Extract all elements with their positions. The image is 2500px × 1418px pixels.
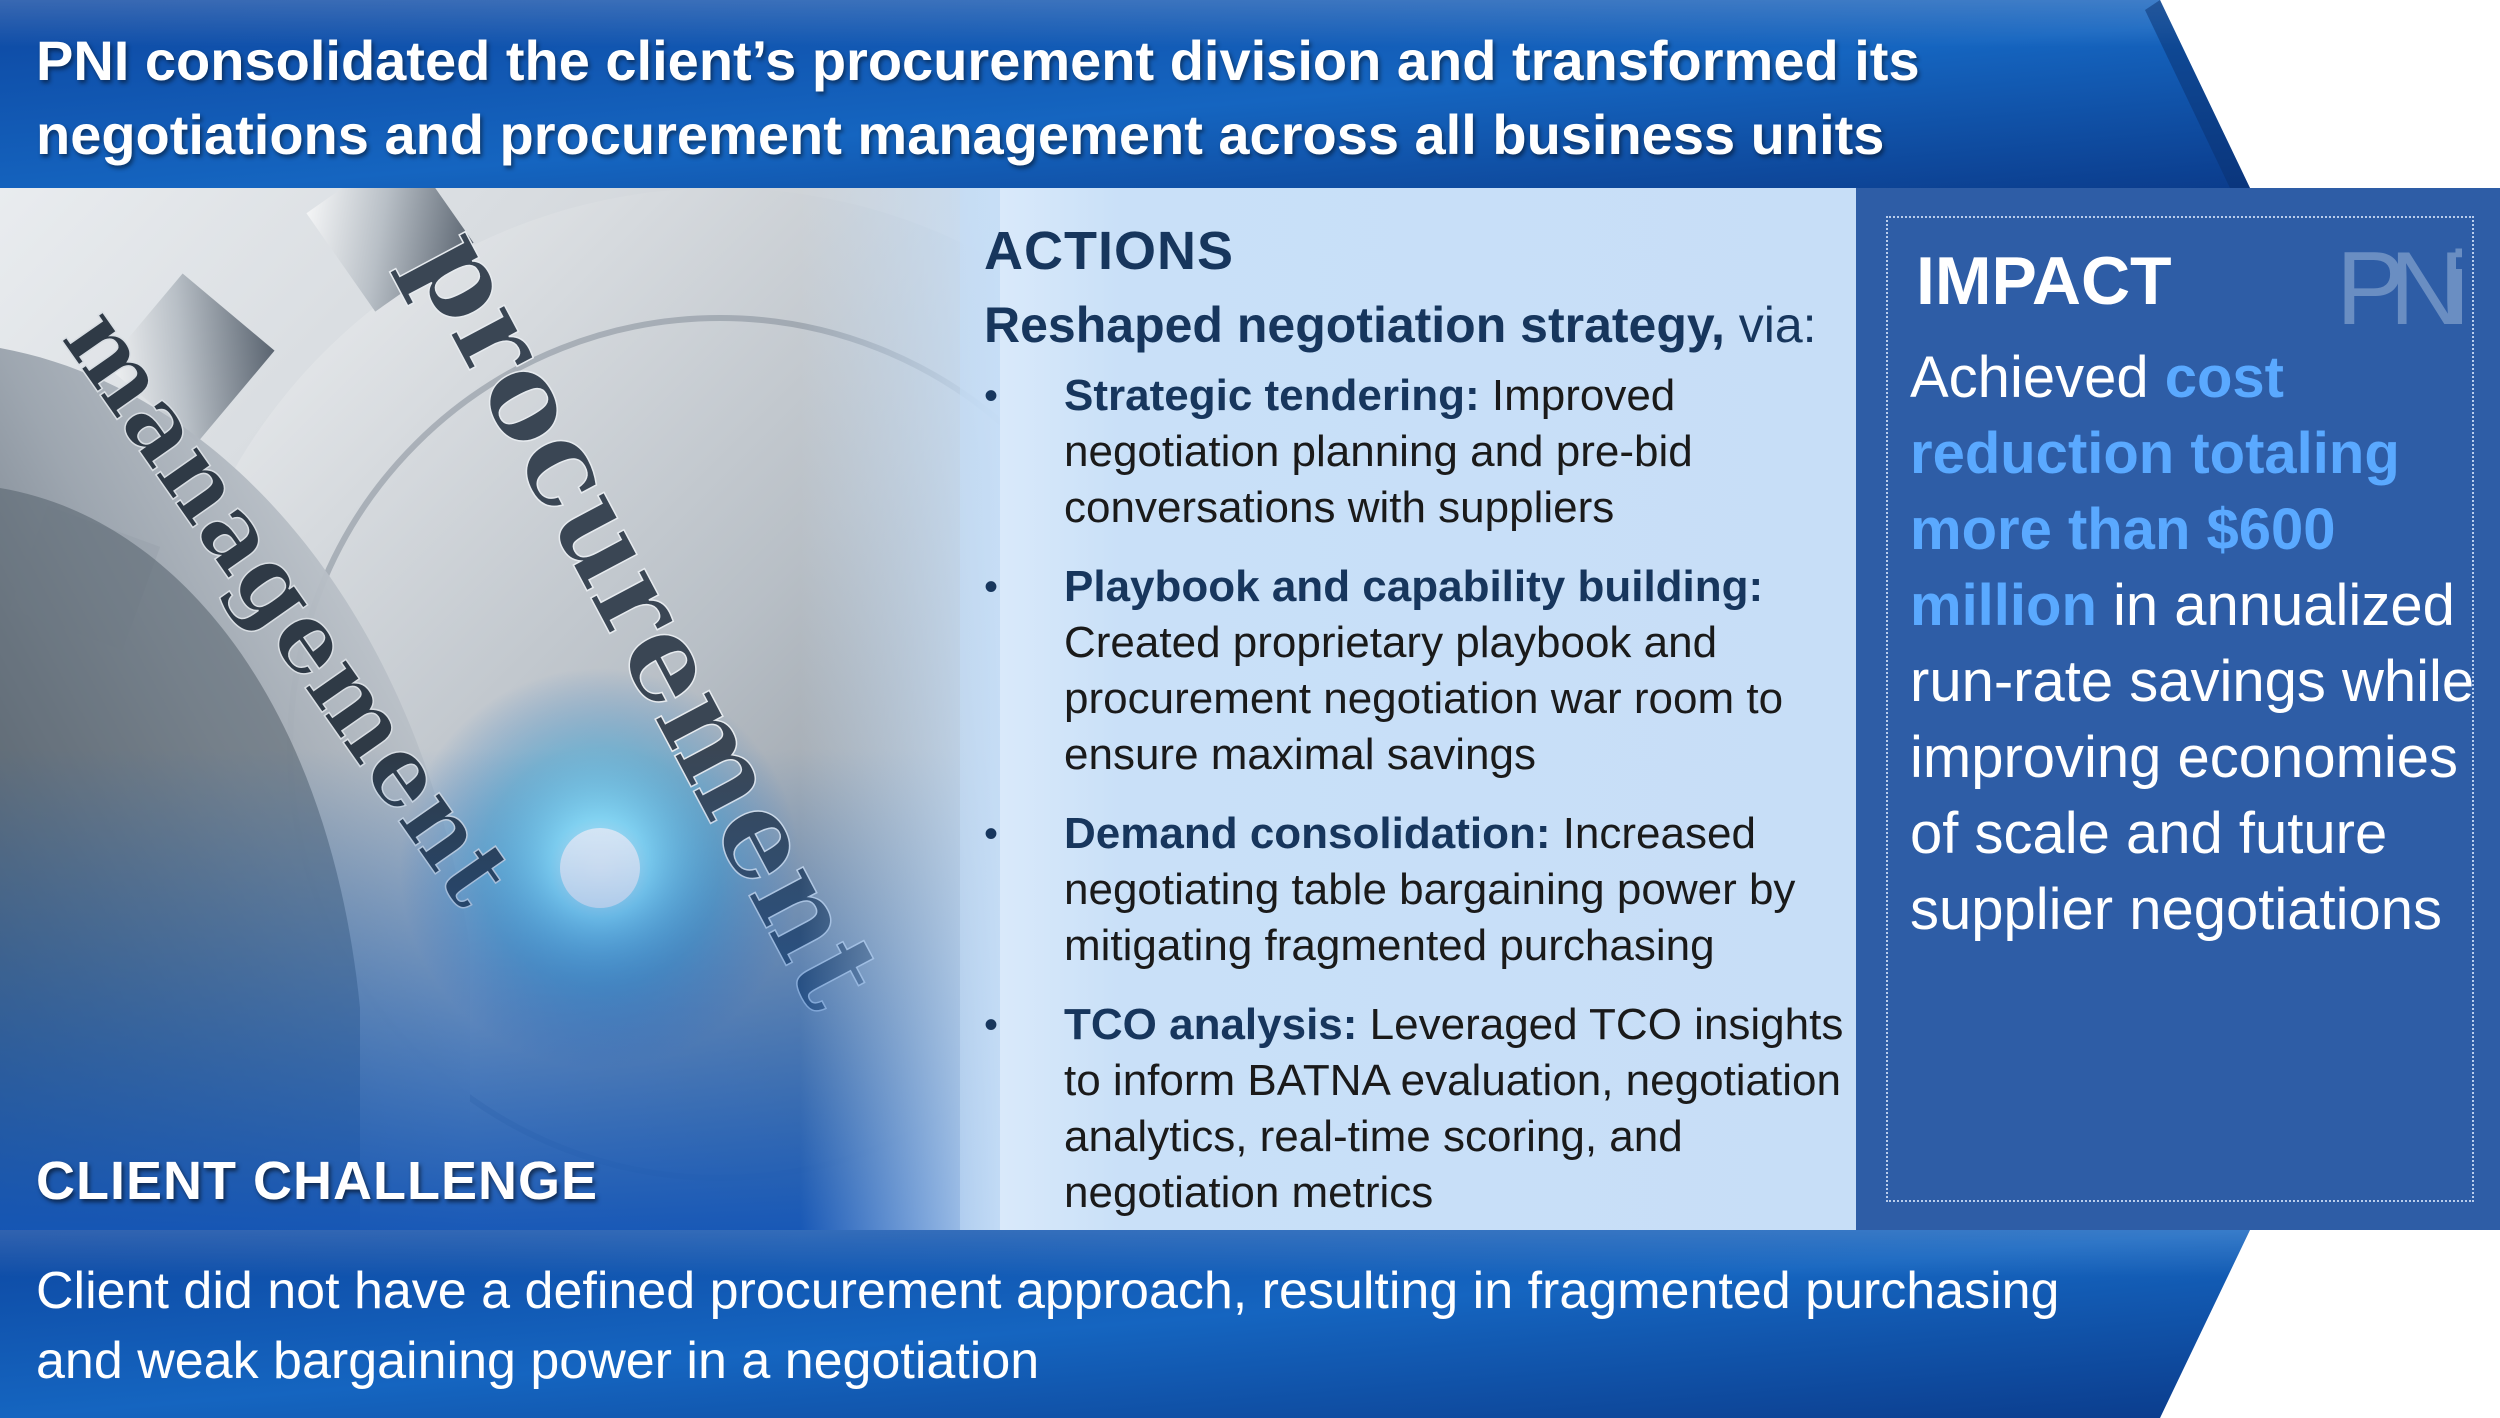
bullet-lead: TCO analysis: [1064, 1000, 1358, 1049]
actions-subtitle: Reshaped negotiation strategy, via: [984, 296, 1817, 354]
pni-logo-text: PNi [2336, 231, 2462, 338]
client-challenge-text: Client did not have a defined procuremen… [36, 1262, 2060, 1390]
impact-text-before: Achieved [1910, 345, 2165, 410]
actions-subtitle-bold: Reshaped negotiation strategy, [984, 297, 1725, 353]
bullet-lead: Demand consolidation: [1064, 809, 1551, 858]
bullet-text: Improved negotiation planning and pre-bi… [1064, 371, 1693, 532]
bullet-icon: • [984, 1003, 999, 1047]
bullet-text: Leveraged TCO insights to inform BATNA e… [1064, 1000, 1844, 1217]
list-item: • Demand consolidation: Increased negoti… [984, 806, 1844, 974]
pni-logo-icon: PNi [2336, 231, 2462, 338]
challenge-banner [0, 1230, 2500, 1418]
actions-title: ACTIONS [984, 221, 1234, 281]
bullet-text: Increased negotiating table bargaining p… [1064, 809, 1796, 970]
bullet-lead: Playbook and capability building: [1064, 562, 1764, 611]
headline: PNI consolidated the client’s procuremen… [36, 29, 1920, 166]
actions-list: • Strategic tendering: Improved negotiat… [984, 368, 1844, 1244]
bullet-text: Created proprietary playbook and procure… [1064, 618, 1784, 779]
bullet-icon: • [984, 565, 999, 609]
impact-text: Achieved cost reduction totaling more th… [1910, 340, 2480, 948]
impact-title: IMPACT [1916, 243, 2172, 319]
procurement-gears-image: procurement management [0, 188, 1000, 1233]
impact-dotted-border [1886, 216, 2474, 1202]
actions-subtitle-rest: via: [1724, 297, 1817, 353]
list-item: • Playbook and capability building: Crea… [984, 559, 1844, 783]
actions-panel: ACTIONS Reshaped negotiation strategy, v… [960, 188, 1856, 1233]
list-item: • TCO analysis: Leveraged TCO insights t… [984, 997, 1844, 1221]
impact-highlight: cost reduction totaling more than $600 m… [1910, 345, 2400, 638]
bullet-icon: • [984, 812, 999, 856]
headline-banner [0, 0, 2500, 188]
client-challenge-heading: CLIENT CHALLENGE [36, 1151, 598, 1211]
list-item: • Strategic tendering: Improved negotiat… [984, 368, 1844, 536]
bullet-icon: • [984, 374, 999, 418]
impact-text-after: in annualized run-rate savings while imp… [1910, 573, 2475, 942]
impact-panel: IMPACT PNi Achieved cost reduction total… [1856, 188, 2500, 1230]
bullet-lead: Strategic tendering: [1064, 371, 1480, 420]
